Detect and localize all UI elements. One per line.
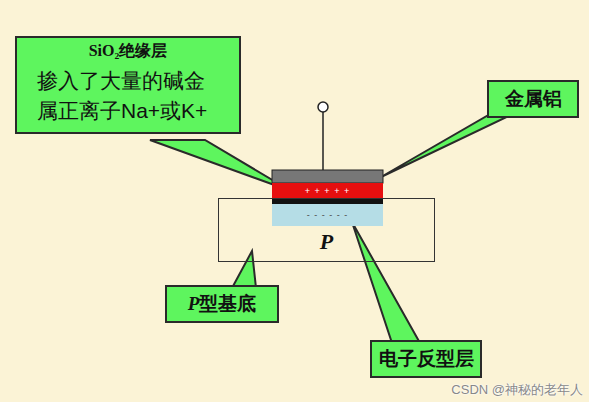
node-text: - - - - - - xyxy=(272,204,383,226)
node-text: + + + + + xyxy=(272,183,383,199)
node-text: P xyxy=(219,229,434,255)
node-text: 金属铝 xyxy=(489,82,577,116)
callout-tail xyxy=(352,222,420,343)
node-text: 电子反型层 xyxy=(372,342,480,376)
callout-box: 电子反型层 xyxy=(370,340,482,378)
oxide-band: + + + + + xyxy=(272,183,383,199)
inversion-band: - - - - - - xyxy=(272,204,383,226)
callout-tail xyxy=(381,113,515,177)
substrate: P - - - - - - xyxy=(218,198,435,262)
callout-box: SiO₂绝缘层掺入了大量的碱金属正离子Na+或K+ xyxy=(15,36,241,134)
gate-terminal xyxy=(318,102,328,112)
watermark: CSDN @神秘的老年人 xyxy=(451,381,583,399)
node-text: 掺入了大量的碱金属正离子Na+或K+ xyxy=(17,62,239,132)
node-text: P型基底 xyxy=(167,287,277,321)
callout-box: P型基底 xyxy=(165,285,279,323)
metal-layer xyxy=(272,170,383,183)
callout-tail xyxy=(150,140,291,191)
node-text: SiO₂绝缘层 xyxy=(17,38,239,62)
gate-lead xyxy=(322,112,324,170)
callout-box: 金属铝 xyxy=(487,80,579,118)
callout-tail xyxy=(232,251,256,288)
